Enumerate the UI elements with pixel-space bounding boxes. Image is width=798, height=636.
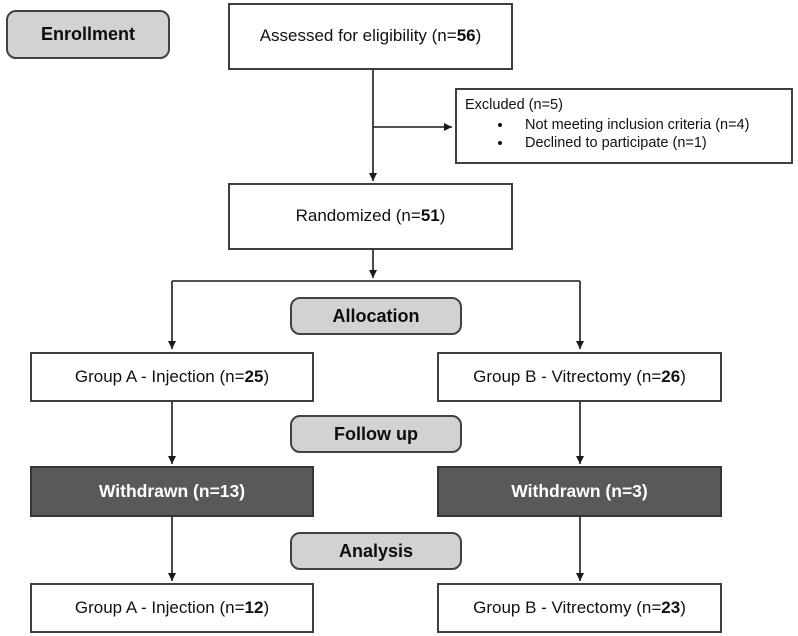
excluded-reason-item: Declined to participate (n=1) <box>513 135 783 153</box>
stage-badge-enrollment: Enrollment <box>6 10 170 59</box>
assessed-eligibility-box: Assessed for eligibility (n=56) <box>228 3 513 70</box>
randomized-box: Randomized (n=51) <box>228 183 513 250</box>
assessed-n-value: 56 <box>456 26 476 46</box>
randomized-label: Randomized (n=51) <box>295 206 446 226</box>
excluded-reasons-list: Not meeting inclusion criteria (n=4) Dec… <box>465 117 783 153</box>
withdrawn-b-label: Withdrawn (n=3) <box>511 481 648 501</box>
group-b-analysis-n-value: 23 <box>661 597 681 617</box>
group-a-analysis-label: Group A - Injection (n=12) <box>74 597 270 617</box>
withdrawn-b-box: Withdrawn (n=3) <box>437 466 722 517</box>
group-b-analysis-box: Group B - Vitrectomy (n=23) <box>437 583 722 633</box>
stage-badge-followup-label: Follow up <box>334 423 418 444</box>
excluded-title: Excluded (n=5) <box>465 97 563 113</box>
group-b-analysis-label: Group B - Vitrectomy (n=23) <box>473 597 686 617</box>
group-a-analysis-box: Group A - Injection (n=12) <box>30 583 314 633</box>
group-a-analysis-n-value: 12 <box>244 597 264 617</box>
group-b-allocation-box: Group B - Vitrectomy (n=26) <box>437 352 722 402</box>
stage-badge-analysis-label: Analysis <box>338 540 414 561</box>
withdrawn-a-label: Withdrawn (n=13) <box>98 481 246 501</box>
group-b-allocation-n-value: 26 <box>661 366 681 386</box>
stage-badge-analysis: Analysis <box>290 532 462 570</box>
excluded-box: Excluded (n=5) Not meeting inclusion cri… <box>455 88 793 164</box>
stage-badge-followup: Follow up <box>290 415 462 453</box>
excluded-reason-item: Not meeting inclusion criteria (n=4) <box>513 117 783 135</box>
stage-badge-enrollment-label: Enrollment <box>40 24 135 44</box>
assessed-eligibility-label: Assessed for eligibility (n=56) <box>259 26 482 46</box>
group-a-allocation-label: Group A - Injection (n=25) <box>74 366 270 386</box>
group-b-allocation-label: Group B - Vitrectomy (n=26) <box>473 366 686 386</box>
group-a-allocation-box: Group A - Injection (n=25) <box>30 352 314 402</box>
withdrawn-a-box: Withdrawn (n=13) <box>30 466 314 517</box>
randomized-n-value: 51 <box>420 206 440 226</box>
stage-badge-allocation: Allocation <box>290 297 462 335</box>
stage-badge-allocation-label: Allocation <box>332 305 420 326</box>
group-a-allocation-n-value: 25 <box>244 366 264 386</box>
